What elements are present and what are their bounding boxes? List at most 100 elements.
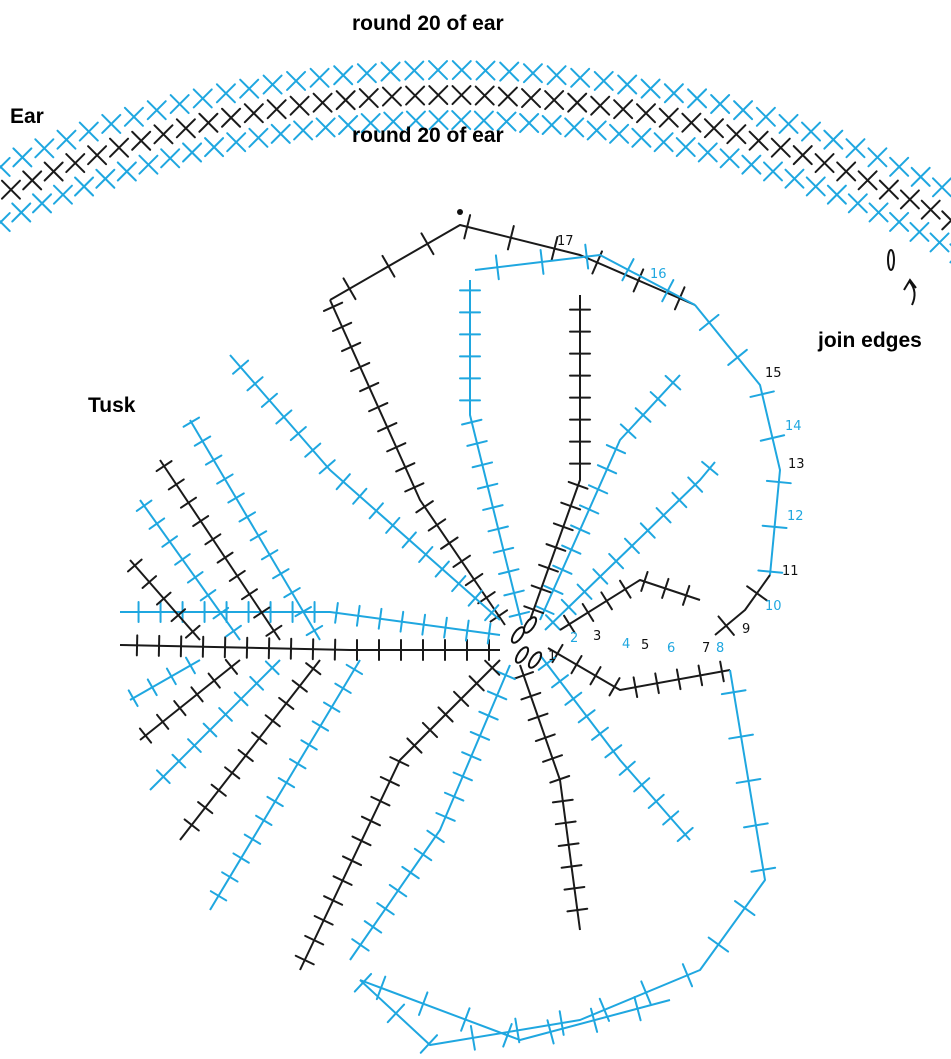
tusk-outer-stitch: [632, 268, 645, 293]
tusk-fan-stitch: [311, 720, 330, 732]
tusk-stitch: [471, 461, 494, 469]
ear-stitch: [741, 154, 762, 175]
tusk-outer-stitch: [757, 569, 784, 574]
join-edges-label: join edges: [817, 329, 922, 352]
tusk-outer-stitch: [727, 348, 748, 366]
tusk-stitch: [649, 391, 667, 407]
tusk-fan-stitch-line: [139, 659, 241, 741]
tusk-stitch: [421, 613, 427, 636]
tusk-stitch: [335, 473, 351, 491]
tusk-fan-stitch: [322, 701, 341, 713]
ear-stitch: [116, 161, 137, 182]
tusk-stitch: [564, 691, 583, 706]
tusk-stitch: [587, 484, 609, 495]
tusk-fan-stitch: [209, 890, 228, 902]
tusk-stitch: [406, 737, 423, 754]
tusk-outer-stitch: [353, 972, 373, 993]
tusk-stitch: [605, 444, 627, 455]
ear-stitch: [792, 145, 813, 166]
tusk-fan-stitch: [190, 686, 204, 703]
tusk-stitch: [363, 920, 383, 934]
tusk-stitch: [370, 795, 391, 807]
tusk-stitch: [560, 864, 583, 869]
ear-stitch: [499, 61, 520, 82]
tusk-outer-stitch-line: [474, 254, 696, 306]
tusk-stitch: [351, 938, 370, 952]
tusk-fan-stitch: [277, 776, 296, 789]
ear-stitch: [56, 129, 77, 150]
tusk-stitch: [661, 577, 670, 599]
tusk-stitch: [275, 409, 293, 425]
ear-stitch: [675, 137, 696, 158]
ear-stitch: [87, 145, 108, 166]
tusk-stitch: [563, 614, 576, 634]
tusk-outer-stitch: [539, 249, 545, 275]
ear-stitch: [131, 130, 152, 151]
tusk-stitch-line: [559, 579, 701, 631]
tusk-stitch-line: [539, 374, 681, 621]
ear-stitch: [703, 118, 724, 139]
tusk-stitch-line: [229, 354, 501, 621]
tusk-stitch: [570, 654, 583, 675]
round-number: 17: [557, 234, 574, 249]
ear-round-top-label: round 20 of ear: [352, 12, 504, 35]
tusk-fan-stitch: [183, 818, 200, 832]
ear-stitch: [697, 142, 718, 163]
round-number: 2: [570, 631, 578, 646]
tusk-stitch: [464, 619, 470, 642]
tusk-stitch: [701, 460, 719, 476]
ear-stitch: [34, 138, 55, 159]
tusk-stitch: [596, 464, 618, 475]
ear-stitch: [266, 99, 287, 120]
tusk-outer-stitch: [750, 866, 777, 873]
ear-stitch: [0, 156, 11, 169]
tusk-stitch: [334, 601, 339, 624]
tusk-stitch-line: [119, 644, 500, 651]
tusk-stitch: [421, 721, 439, 739]
ear-stitch: [857, 170, 878, 191]
tusk-stitch: [675, 668, 682, 691]
tusk-stitch: [632, 676, 639, 699]
tusk-stitch: [323, 895, 344, 906]
tusk-fan-stitch: [278, 696, 295, 710]
ear-stitch: [805, 176, 826, 197]
tusk-stitch: [654, 672, 660, 695]
ear-stitch: [360, 113, 381, 134]
tusk-outer-stitch: [765, 479, 792, 485]
tusk-fan-stitch: [135, 499, 153, 512]
tusk-outer-stitch: [749, 390, 775, 398]
round-number: 7: [702, 641, 710, 656]
tusk-fan-stitch: [253, 606, 271, 619]
tusk-stitch: [440, 536, 459, 550]
tusk-fan-stitch: [294, 606, 312, 618]
tusk-fan-stitch: [179, 496, 197, 509]
ear-stitch: [109, 137, 130, 158]
tusk-stitch: [484, 659, 501, 676]
ear-stitch: [497, 86, 518, 107]
ear-stitch: [198, 112, 219, 133]
tusk-stitch: [676, 826, 694, 843]
ear-stitch: [192, 88, 213, 109]
ear-stitch: [160, 148, 181, 169]
tusk-fan-stitch: [264, 714, 281, 728]
round-number: 6: [667, 641, 675, 656]
ear-stitch: [635, 103, 656, 124]
ear-join-loop: [887, 249, 895, 271]
tusk-centre-ring: [522, 616, 538, 634]
round-number: 11: [782, 564, 799, 579]
tusk-fan-stitch: [305, 624, 324, 637]
tusk-outer-stitch: [342, 277, 357, 301]
round-number: 15: [765, 366, 782, 381]
tusk-stitch: [469, 730, 491, 741]
tusk-stitch: [542, 754, 563, 763]
tusk-outer-stitch: [589, 1007, 599, 1033]
tusk-stitch: [579, 504, 600, 515]
tusk-stitch: [476, 482, 499, 490]
tusk-fan-stitch: [255, 814, 273, 826]
tusk-stitch: [600, 591, 613, 611]
tusk-stitch: [478, 710, 499, 721]
tusk-stitch: [401, 531, 417, 549]
tusk-outer-stitch-line: [714, 574, 771, 636]
tusk-stitch: [551, 798, 574, 804]
tusk-fan-stitch: [334, 682, 352, 694]
